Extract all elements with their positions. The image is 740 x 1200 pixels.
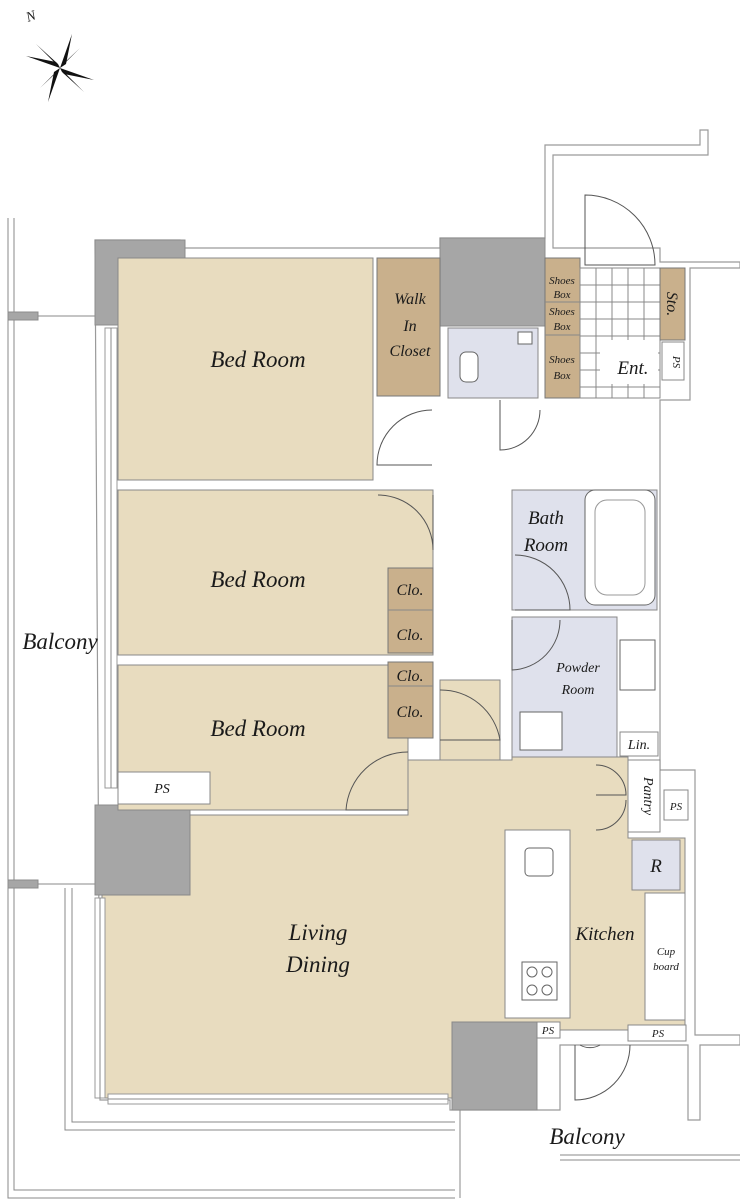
- shoes-box-3-label-1: Shoes: [549, 354, 575, 366]
- closet-34-floor: [387, 661, 434, 739]
- pantry-label: Pantry: [640, 776, 655, 816]
- toilet-sink-icon: [517, 331, 533, 345]
- balcony-south-label: Balcony: [549, 1124, 625, 1149]
- bedroom-1-label: Bed Room: [210, 347, 305, 372]
- walk-in-closet-label-1: Walk: [394, 291, 426, 308]
- closet-4-label: Clo.: [396, 704, 423, 721]
- powder-room-label-2: Room: [561, 683, 595, 698]
- living-dining-label-2: Dining: [285, 952, 350, 977]
- refrigerator-label: R: [649, 856, 662, 877]
- entrance-floor: [579, 267, 661, 399]
- kitchen-label: Kitchen: [574, 924, 634, 945]
- pantry-box: [627, 759, 661, 833]
- storage-label: Sto.: [663, 292, 680, 316]
- entrance-label: Ent.: [616, 358, 648, 379]
- ps-pantry-box: [663, 789, 689, 821]
- shoes-box-1-label-2: Box: [553, 289, 570, 301]
- compass-north-label: N: [23, 8, 38, 26]
- column-n: [439, 237, 546, 327]
- cupboard-label-1: Cup: [657, 946, 676, 958]
- toilet-icon: [459, 351, 479, 383]
- bedroom-3-label: Bed Room: [210, 716, 305, 741]
- shoes-box-3-label-2: Box: [553, 370, 570, 382]
- shoes-box-2-label-1: Shoes: [549, 306, 575, 318]
- ps-kitchen-right-box: [627, 1024, 687, 1042]
- bedroom-2-label: Bed Room: [210, 567, 305, 592]
- ps-entrance-label: PS: [670, 355, 682, 369]
- hall-floor: [439, 679, 501, 771]
- ps-bedroom-label: PS: [153, 782, 170, 797]
- ps-pantry-label: PS: [669, 801, 683, 813]
- bath-room-label-2: Room: [523, 535, 568, 556]
- storage-floor: [659, 267, 686, 341]
- linen-label: Lin.: [627, 738, 650, 753]
- walk-in-closet-label-2: In: [402, 318, 416, 335]
- ps-kitchen-box: [536, 1021, 561, 1039]
- ps-entrance-box: [661, 341, 685, 381]
- west-windows: [94, 327, 449, 1105]
- column-s: [451, 1021, 538, 1111]
- ps-bedroom-box: [117, 771, 211, 805]
- compass-rose-icon: N: [23, 8, 94, 102]
- cupboard-label-2: board: [653, 961, 679, 973]
- bath-room-label-1: Bath: [528, 508, 564, 529]
- door-swings: [345, 400, 631, 1101]
- closet-2-label: Clo.: [396, 627, 423, 644]
- shoes-box-2-label-2: Box: [553, 321, 570, 333]
- stove-icon: [521, 961, 558, 1001]
- washbasin-icon: [619, 639, 656, 691]
- kitchen-sink-icon: [524, 847, 554, 877]
- shoes-box-1-label-1: Shoes: [549, 275, 575, 287]
- living-dining-label-1: Living: [288, 920, 348, 945]
- walk-in-closet-floor: [376, 257, 441, 397]
- column-w: [94, 804, 191, 896]
- refrigerator-box: [631, 839, 681, 891]
- bedroom-2-floor: [117, 489, 434, 656]
- linen-box: [619, 731, 659, 757]
- walk-in-closet-label-3: Closet: [390, 343, 431, 360]
- closet-1-label: Clo.: [396, 582, 423, 599]
- powder-room-label-1: Powder: [555, 661, 600, 676]
- ps-kitchen-label: PS: [541, 1025, 555, 1037]
- bedroom-1-floor: [117, 257, 374, 481]
- balcony-west-label: Balcony: [22, 629, 98, 654]
- cupboard-box: [644, 892, 686, 1021]
- entry-door-icon: [584, 194, 656, 266]
- closet-3-label: Clo.: [396, 668, 423, 685]
- ps-kitchen-right-label: PS: [651, 1028, 665, 1040]
